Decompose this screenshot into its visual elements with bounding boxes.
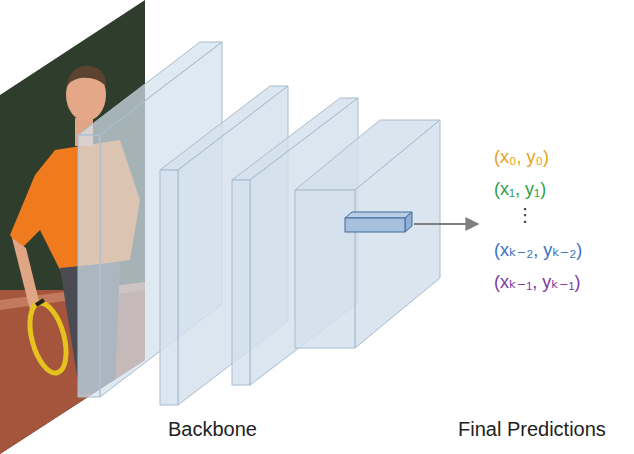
ellipsis: ⋮ [516, 205, 534, 227]
stage-label: Final Predictions [458, 417, 606, 441]
racket-handle [36, 300, 44, 305]
stage-label: Backbone [168, 417, 257, 441]
racket [23, 299, 73, 377]
layer-face [355, 120, 440, 348]
prediction-coordinate: (xₖ₋₂, yₖ₋₂) [494, 240, 582, 262]
prediction-coordinate: (xₖ₋₁, yₖ₋₁) [494, 272, 580, 294]
layer-face [250, 98, 358, 385]
arm [12, 238, 40, 310]
layer-side [78, 135, 100, 397]
vector-top [345, 212, 412, 218]
layer-side [295, 190, 355, 348]
hair [66, 66, 106, 88]
prediction-coordinate: (x₁, y₁) [494, 179, 546, 201]
backbone-layer [295, 120, 440, 348]
layer-side [232, 180, 250, 385]
output-arrow [414, 223, 478, 225]
vector-end [405, 212, 412, 232]
prediction-coordinate: (x₀, y₀) [494, 147, 549, 169]
layer-side [160, 170, 178, 405]
backbone-layer [232, 98, 358, 385]
feature-vector [345, 212, 412, 232]
vector-front [345, 218, 405, 232]
